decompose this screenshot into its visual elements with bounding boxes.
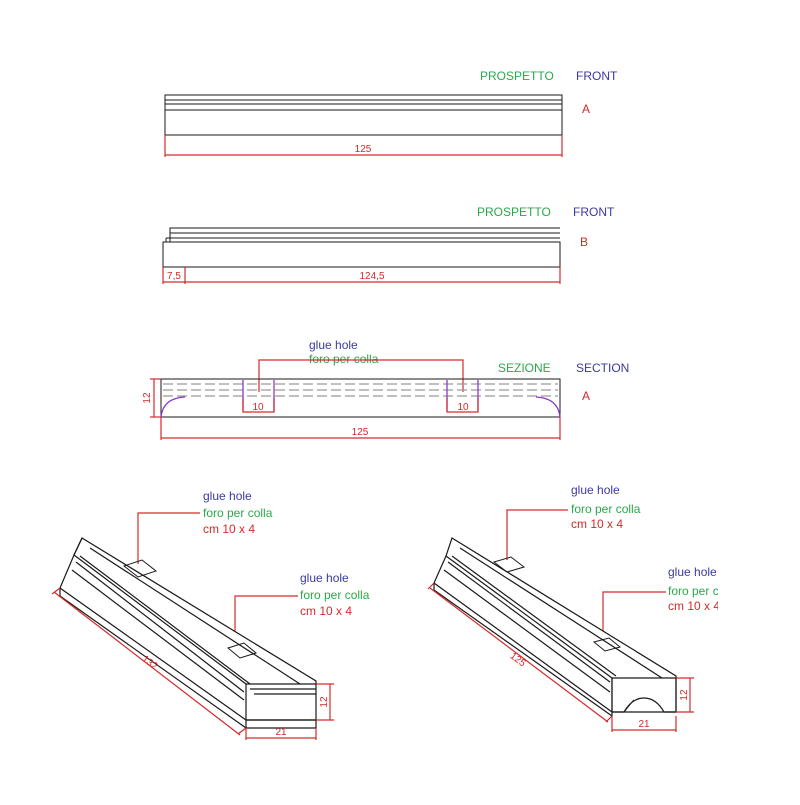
section-hole-dimensions bbox=[242, 398, 479, 413]
iso-left-hole2-it: foro per colla bbox=[300, 588, 370, 602]
front-a-label-en: FRONT bbox=[576, 69, 618, 83]
iso-left-glue-holes bbox=[122, 559, 258, 659]
iso-left-height-dimension bbox=[316, 683, 334, 721]
iso-left-hole1-it: foro per colla bbox=[203, 506, 273, 520]
section-a-letter: A bbox=[582, 389, 590, 403]
section-hole-label-en: glue hole bbox=[309, 338, 358, 352]
section-dim-hole-right: 10 bbox=[457, 402, 469, 413]
front-a-dimension bbox=[164, 135, 563, 157]
iso-left-hole1-en: glue hole bbox=[203, 489, 252, 503]
iso-left-hole2-en: glue hole bbox=[300, 571, 349, 585]
front-view-b: PROSPETTO FRONT B 7,5 124,5 bbox=[162, 205, 615, 284]
front-view-a: PROSPETTO FRONT A 125 bbox=[164, 69, 618, 157]
section-hole-leader bbox=[258, 359, 464, 392]
iso-right-hole1-en: glue hole bbox=[571, 483, 620, 497]
iso-right-length-dimension bbox=[427, 582, 613, 723]
iso-left-dim-height: 12 bbox=[319, 696, 330, 708]
iso-right-height-dimension bbox=[676, 677, 694, 713]
iso-right-hole2-en: glue hole bbox=[668, 565, 717, 579]
iso-right-glue-holes bbox=[492, 556, 622, 652]
iso-right-hole2-size: cm 10 x 4 bbox=[668, 599, 720, 613]
section-dim-hole-left: 10 bbox=[252, 402, 264, 413]
iso-left-hole-leaders bbox=[137, 512, 298, 646]
section-hidden-lines bbox=[163, 383, 558, 397]
iso-left-dim-width: 21 bbox=[275, 727, 287, 738]
section-hole-label-it: foro per colla bbox=[309, 352, 379, 366]
iso-left-hole1-size: cm 10 x 4 bbox=[203, 522, 255, 536]
section-a-label-it: SEZIONE bbox=[498, 361, 551, 375]
iso-left-width-dimension bbox=[245, 728, 317, 740]
section-a-label-en: SECTION bbox=[576, 361, 629, 375]
section-view-a: glue hole foro per colla SEZIONE SECTION… bbox=[142, 338, 629, 440]
isometric-view-left: glue hole foro per colla cm 10 x 4 glue … bbox=[51, 489, 370, 740]
iso-right-dim-width: 21 bbox=[638, 719, 650, 730]
section-a-outline bbox=[160, 378, 561, 418]
iso-right-dim-length: 125 bbox=[508, 651, 528, 670]
section-dim-length: 125 bbox=[352, 427, 369, 438]
iso-left-length-dimension bbox=[51, 587, 247, 736]
iso-right-hole-leaders bbox=[506, 509, 666, 640]
front-b-label-it: PROSPETTO bbox=[477, 205, 551, 219]
front-b-outline bbox=[162, 241, 561, 268]
front-b-letter: B bbox=[580, 235, 588, 249]
section-profile-curves bbox=[160, 380, 561, 418]
front-b-dim-offset: 7,5 bbox=[167, 271, 181, 282]
section-dim-height: 12 bbox=[142, 392, 153, 404]
isometric-view-right: glue hole foro per colla cm 10 x 4 glue … bbox=[427, 483, 738, 732]
front-a-letter: A bbox=[582, 102, 590, 116]
iso-right-width-dimension bbox=[611, 716, 677, 732]
front-b-dim-length: 124,5 bbox=[359, 271, 384, 282]
iso-right-hole1-size: cm 10 x 4 bbox=[571, 517, 623, 531]
iso-right-dim-height: 12 bbox=[679, 689, 690, 701]
front-b-dimension bbox=[162, 267, 561, 284]
iso-left-body bbox=[59, 537, 317, 729]
section-height-dimension bbox=[150, 378, 161, 418]
section-length-dimension bbox=[160, 417, 561, 440]
front-a-outline bbox=[164, 94, 563, 136]
iso-right-hole2-it: foro per colla bbox=[668, 584, 738, 598]
iso-right-hole1-it: foro per colla bbox=[571, 502, 641, 516]
front-b-label-en: FRONT bbox=[573, 205, 615, 219]
iso-left-hole2-size: cm 10 x 4 bbox=[300, 604, 352, 618]
front-a-dim-length: 125 bbox=[355, 144, 372, 155]
iso-right-body bbox=[433, 537, 677, 717]
front-a-label-it: PROSPETTO bbox=[480, 69, 554, 83]
